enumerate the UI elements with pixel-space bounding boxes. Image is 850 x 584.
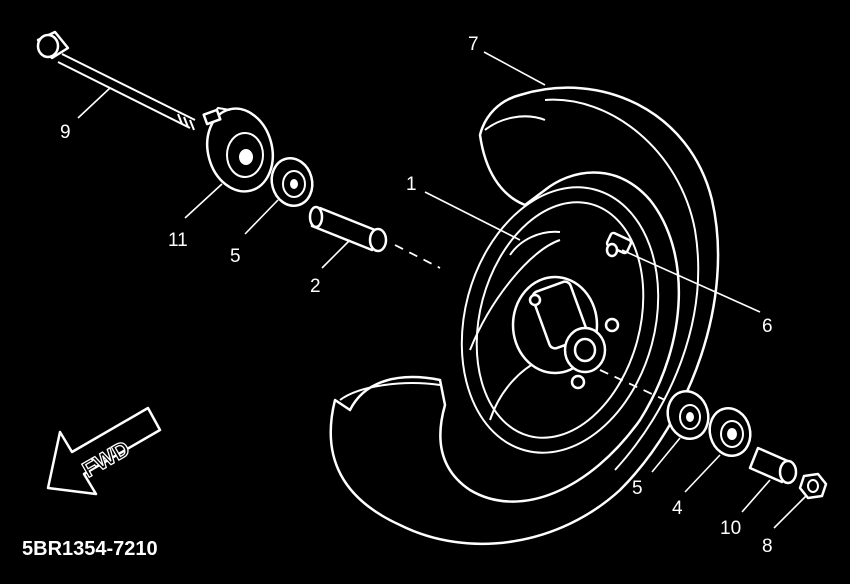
- wheel-rim: [460, 186, 660, 454]
- leader-lines: [77, 51, 807, 529]
- callout-hub-left: 11: [168, 230, 188, 251]
- callout-collar: 10: [720, 518, 741, 539]
- axle: [36, 30, 196, 131]
- callout-wheel: 1: [406, 174, 417, 195]
- callout-labels: 9 11 5 2 1 7 6 5 4 10 8: [60, 34, 773, 557]
- nut: [798, 472, 828, 500]
- hub-left: [202, 106, 275, 193]
- bearing-left: [270, 156, 314, 208]
- oil-seal: [708, 406, 752, 458]
- callout-bearing-right: 5: [632, 478, 643, 499]
- callout-oil-seal: 4: [672, 498, 683, 519]
- bearing-right: [666, 389, 710, 441]
- spacer: [308, 205, 388, 253]
- collar: [748, 446, 798, 485]
- callout-nut: 8: [762, 536, 773, 557]
- callout-axle: 9: [60, 122, 71, 143]
- callout-tire: 7: [468, 34, 479, 55]
- bolt: [605, 231, 633, 258]
- callout-spacer: 2: [310, 276, 321, 297]
- tire: [329, 86, 720, 546]
- callout-bearing-left: 5: [230, 246, 241, 267]
- callout-bolt: 6: [762, 316, 773, 337]
- wheel-hub: [511, 275, 620, 390]
- drawing-code: 5BR1354-7210: [22, 538, 158, 560]
- fwd-arrow: FWD: [46, 406, 162, 496]
